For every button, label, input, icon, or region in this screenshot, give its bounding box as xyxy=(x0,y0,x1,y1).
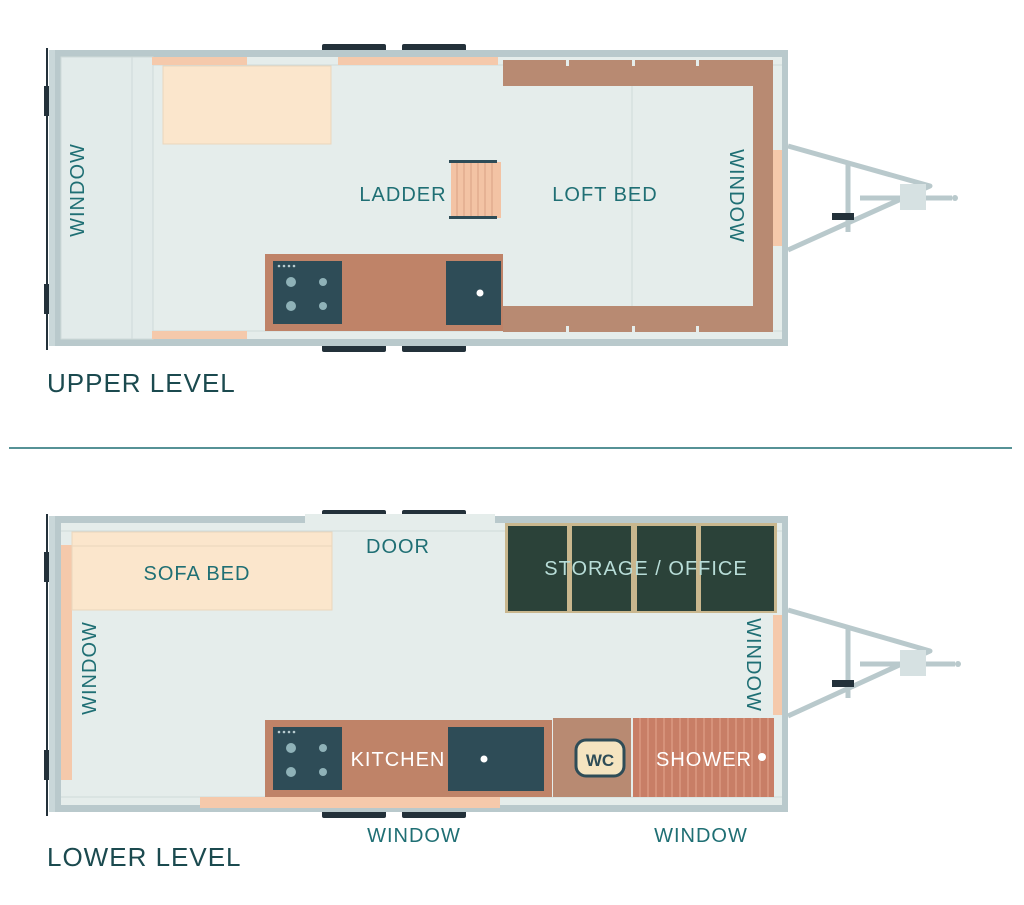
upper-level-title: UPPER LEVEL xyxy=(47,368,236,398)
window-pane xyxy=(60,56,154,340)
door-label: DOOR xyxy=(366,536,430,558)
upper-level-plan xyxy=(44,44,958,352)
lower-window-right-label: WINDOW xyxy=(742,618,764,712)
loft-bed xyxy=(503,60,773,332)
shower xyxy=(633,718,774,797)
door-opening xyxy=(305,514,495,524)
lower-level-title: LOWER LEVEL xyxy=(47,842,242,872)
kitchen-label: KITCHEN xyxy=(351,749,446,771)
upper-window-right-label: WINDOW xyxy=(725,149,747,243)
loft-bed-label: LOFT BED xyxy=(552,184,657,206)
lower-window-left-label: WINDOW xyxy=(79,621,101,715)
sink xyxy=(446,261,501,325)
cooktop xyxy=(273,261,342,324)
wc-room xyxy=(553,718,631,797)
trailer-hitch xyxy=(786,607,955,719)
storage-office xyxy=(505,523,777,613)
lower-window-bottom-1-label: WINDOW xyxy=(367,825,461,847)
kitchen-counter xyxy=(265,720,552,797)
storage-office-label: STORAGE / OFFICE xyxy=(544,558,747,580)
sink xyxy=(448,727,544,791)
wc-toilet xyxy=(574,738,626,778)
upper-counter xyxy=(265,254,503,331)
wc-label: WC xyxy=(586,751,614,770)
cooktop xyxy=(273,727,342,790)
ladder xyxy=(449,160,501,219)
sofa-bed xyxy=(71,531,333,611)
shower-drain xyxy=(758,753,766,761)
upper-window-left-label: WINDOW xyxy=(67,143,89,237)
ladder-label: LADDER xyxy=(359,184,446,206)
sofa-bed-label: SOFA BED xyxy=(144,563,251,585)
lower-level-plan xyxy=(44,510,961,818)
trailer-hitch xyxy=(786,143,952,253)
shower-label: SHOWER xyxy=(656,749,752,771)
lower-window-bottom-2-label: WINDOW xyxy=(654,825,748,847)
upper-cushion xyxy=(162,65,332,145)
